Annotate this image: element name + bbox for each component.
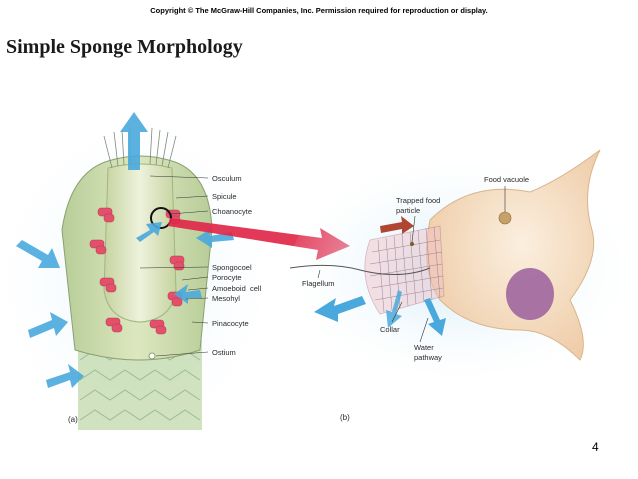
label-trapped-food-particle: particle [396, 206, 420, 215]
slide-title: Simple Sponge Morphology [6, 36, 243, 58]
copyright-notice: Copyright © The McGraw-Hill Companies, I… [150, 6, 488, 15]
label-amoeboid-cell: Amoeboid cell [212, 284, 262, 293]
ostium-pore [148, 352, 156, 360]
spicules [103, 127, 177, 169]
spongocoel-cavity [103, 163, 177, 323]
choanocyte-highlight-circle [150, 207, 172, 229]
label-pinacocyte: Pinacocyte [212, 319, 249, 328]
leader-lines-a [139, 175, 209, 357]
label-choanocyte: Choanocyte [212, 207, 252, 216]
water-pathway-arrows [314, 290, 446, 336]
label-food-vacuole: Food vacuole [484, 175, 529, 184]
label-porocyte: Porocyte [212, 273, 242, 282]
label-collar: Collar [380, 325, 400, 334]
label-osculum: Osculum [212, 174, 242, 183]
water-flow-arrows [16, 112, 234, 388]
label-ostium: Ostium [212, 348, 236, 357]
label-trapped-food: Trapped food [396, 196, 440, 205]
label-spicule: Spicule [212, 192, 237, 201]
panel-b-label: (b) [340, 413, 350, 422]
food-vacuole [498, 211, 512, 225]
label-spongocoel: Spongocoel [212, 263, 252, 272]
zoom-arrow [168, 218, 350, 260]
flagellum [289, 264, 431, 276]
slide-number: 4 [592, 440, 599, 454]
collar [364, 225, 445, 315]
leader-lines-b [317, 215, 429, 343]
panel-a-label: (a) [68, 415, 78, 424]
label-water-pathway: pathway [414, 353, 442, 362]
panel-b: Food vacuole Trapped food particle Flage… [289, 149, 630, 422]
label-mesohyl: Mesohyl [212, 294, 240, 303]
label-flagellum: Flagellum [302, 279, 335, 288]
choanocyte-cell-body [426, 149, 601, 361]
nucleus [506, 268, 554, 320]
label-water: Water [414, 343, 434, 352]
trapped-food-arrow [380, 216, 414, 234]
choanocyte-clusters [89, 207, 185, 335]
panel-a: Osculum Spicule Choanocyte Spongocoel Po… [5, 112, 265, 430]
